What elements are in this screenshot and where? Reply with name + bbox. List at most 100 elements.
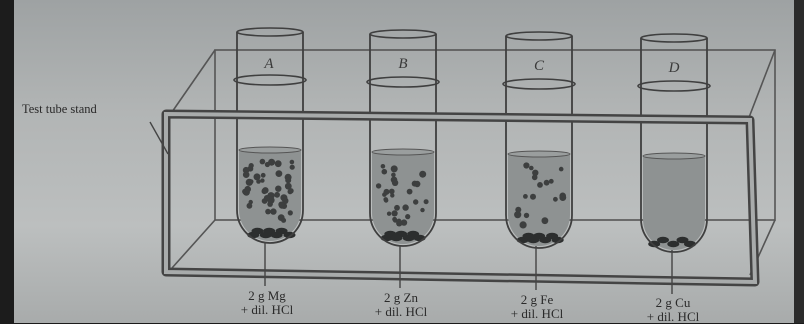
metal-piece (676, 236, 689, 244)
gas-bubble (391, 210, 398, 217)
holder-ring (233, 74, 307, 86)
gas-bubble (523, 212, 530, 219)
gas-bubble (523, 162, 530, 169)
gas-bubble (396, 218, 402, 224)
caption-c-mass: 2 g Fe (520, 292, 554, 307)
gas-bubble (530, 193, 536, 200)
caption-a-mass: 2 g Mg (248, 288, 286, 303)
liquid-surface (371, 148, 435, 156)
test-tube (502, 31, 576, 249)
tube-letter-a: A (264, 56, 274, 72)
gas-bubble (380, 164, 386, 169)
test-tube (366, 29, 440, 247)
caption-b-mass: 2 g Zn (384, 290, 418, 305)
gas-bubble (289, 159, 295, 165)
gas-bubble (531, 174, 538, 181)
gas-bubble (260, 178, 265, 183)
caption-c-acid: + dil. HCl (510, 306, 564, 321)
gas-bubble (275, 170, 283, 178)
tube-rim (236, 27, 304, 37)
gas-bubble (519, 221, 527, 229)
gas-bubble (284, 182, 292, 190)
tube-glass (505, 36, 573, 249)
gas-bubble (419, 170, 427, 178)
tube-rim (640, 33, 708, 43)
gas-bubble (285, 177, 292, 184)
gas-bubble (390, 165, 398, 173)
gas-bubble (270, 208, 277, 215)
gas-bubble (559, 194, 567, 202)
metal-piece (657, 236, 669, 244)
liquid-surface (238, 146, 302, 154)
photo-edge-right (794, 0, 804, 323)
metal-piece (551, 236, 564, 244)
gas-bubble (245, 178, 253, 186)
gas-bubble (278, 201, 285, 208)
gas-bubble (386, 211, 392, 216)
metal-piece (395, 230, 408, 238)
gas-bubble (391, 172, 396, 178)
gas-bubble (532, 169, 539, 176)
gas-bubble (263, 195, 270, 201)
metal-piece (667, 240, 680, 248)
gas-bubble (529, 165, 534, 171)
gas-bubble (541, 217, 549, 225)
gas-bubble (375, 183, 382, 189)
gas-bubble (253, 173, 261, 181)
gas-bubble (548, 178, 554, 184)
gas-bubble (265, 208, 271, 215)
gas-bubble (391, 179, 399, 186)
gas-bubble (248, 163, 254, 169)
caption-a-acid: + dil. HCl (240, 302, 294, 317)
gas-bubble (413, 199, 419, 205)
liquid-surface (507, 150, 571, 158)
gas-bubble (242, 171, 250, 178)
gas-bubble (259, 158, 266, 165)
gas-bubble (400, 219, 408, 226)
caption-c: 2 g Fe + dil. HCl (492, 293, 582, 321)
gas-bubble (383, 188, 390, 195)
tube-glass (369, 34, 437, 247)
caption-b-acid: + dil. HCl (374, 304, 428, 319)
gas-bubble (244, 185, 251, 193)
stand-front-frame (161, 109, 760, 287)
caption-d-acid: + dil. HCl (646, 309, 700, 324)
gas-bubble (558, 166, 564, 172)
gas-bubble (423, 199, 429, 205)
gas-bubble (515, 206, 522, 213)
tube-rim (505, 31, 573, 41)
tube-glass (236, 32, 304, 244)
gas-bubble (523, 194, 528, 199)
gas-bubble (406, 188, 413, 195)
gas-bubble (394, 204, 400, 211)
metal-piece (275, 227, 288, 235)
acid-liquid (372, 152, 434, 244)
liquid-surface (642, 152, 706, 160)
test-tube (233, 27, 307, 244)
gas-bubble (275, 185, 282, 192)
tube-letter-c: C (533, 58, 544, 74)
gas-bubble (553, 196, 558, 202)
gas-bubble (260, 172, 266, 178)
caption-a: 2 g Mg + dil. HCl (222, 289, 312, 317)
gas-bubble (383, 198, 389, 203)
gas-bubble (389, 188, 395, 195)
gas-bubble (280, 194, 288, 202)
gas-bubble (264, 161, 270, 168)
gas-bubble (288, 188, 294, 194)
tube-rim (369, 29, 437, 39)
gas-bubble (514, 211, 522, 219)
tube-letter-b: B (398, 56, 408, 72)
caption-d: 2 g Cu + dil. HCl (628, 296, 718, 324)
gas-bubble (414, 180, 421, 188)
gas-bubble (543, 179, 550, 186)
photo-edge-left (0, 0, 14, 323)
gas-bubble (246, 202, 253, 209)
caption-d-mass: 2 g Cu (655, 295, 691, 310)
gas-bubble (274, 160, 282, 168)
metal-piece (251, 227, 264, 235)
holder-ring (502, 78, 576, 90)
gas-bubble (274, 191, 280, 198)
stand-label-pointer (149, 121, 169, 155)
